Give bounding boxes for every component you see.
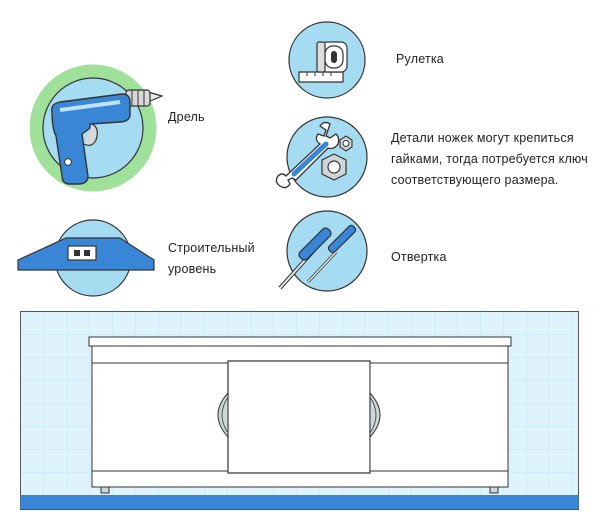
bath-scene [20, 311, 579, 510]
drill-icon [30, 64, 164, 192]
drill-label: Дрель [168, 110, 205, 124]
wrench-and-nuts-icon [275, 116, 368, 198]
level-label-line-2: уровень [168, 262, 217, 276]
wrench-label-line-3: соответствующего размера. [391, 173, 559, 187]
screwdriver-label: Отвертка [391, 250, 447, 264]
tape-tool [287, 20, 367, 100]
wrench-label-line-1: Детали ножек могут крепиться [391, 131, 574, 145]
spirit-level-icon [17, 219, 155, 297]
screwdrivers-icon [278, 210, 368, 292]
wrench-tool [270, 112, 370, 202]
wrench-label: Детали ножек могут крепиться гайками, то… [391, 128, 588, 191]
level-label: Строительный уровень [168, 238, 255, 280]
level-label-line-1: Строительный [168, 241, 255, 255]
tape-measure-icon [288, 21, 366, 99]
wrench-label-line-2: гайками, тогда потребуется ключ [391, 152, 588, 166]
tape-label: Рулетка [396, 52, 444, 66]
drill-tool [30, 58, 170, 198]
level-tool [16, 216, 156, 300]
screwdriver-tool [272, 206, 372, 296]
bath-screen-panel-illustration [20, 311, 579, 510]
